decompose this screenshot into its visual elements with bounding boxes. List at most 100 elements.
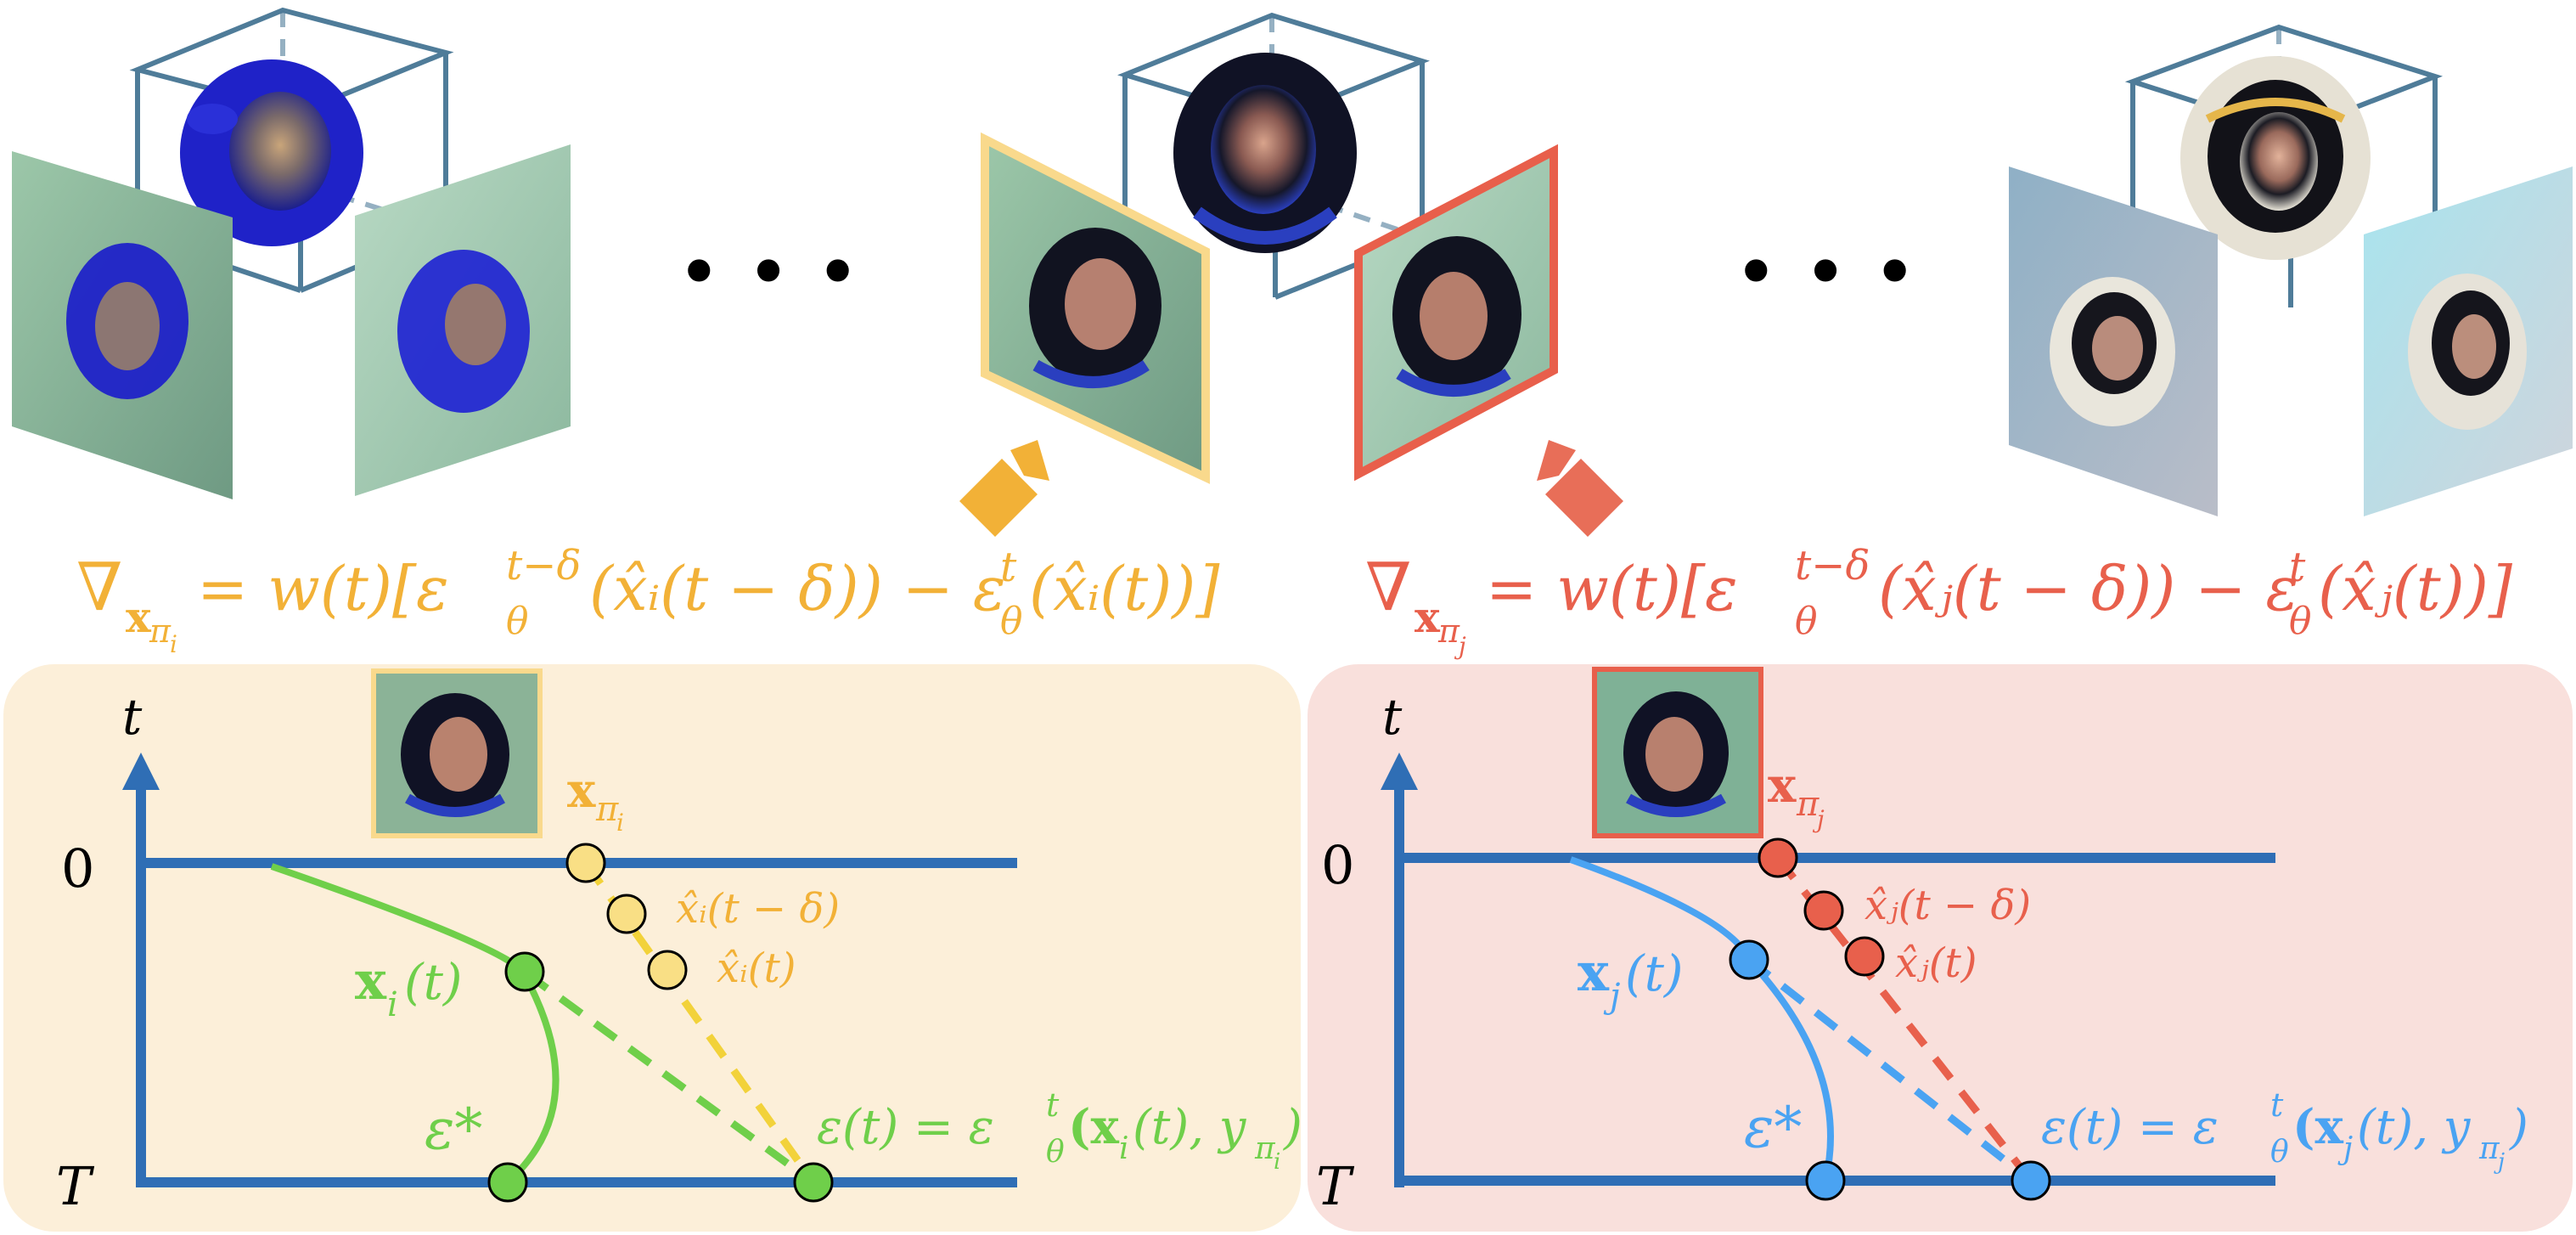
eq-mid: (x̂ⱼ(t − δ)) − ε bbox=[1878, 553, 2298, 624]
render-group-early bbox=[12, 7, 571, 499]
label-eps-star: ε* bbox=[1744, 1095, 1802, 1160]
label-xhat: x̂ᵢ(t) bbox=[717, 945, 796, 992]
eps-eq-c: (t), y bbox=[2357, 1100, 2472, 1155]
label-x-pi-subsub: i bbox=[616, 809, 624, 837]
label-zero: 0 bbox=[61, 837, 94, 899]
camera-icon bbox=[959, 440, 1049, 537]
eq-sub-x: x bbox=[126, 592, 152, 642]
trajectory-dashed-blue bbox=[1746, 956, 2033, 1184]
gradient-equation-left: ∇ x π i = w(t)[ε t−δ θ (x̂ᵢ(t − δ)) − ε … bbox=[76, 542, 1220, 658]
eps-eq-sub: θ bbox=[1046, 1135, 1065, 1170]
label-x-pi: x bbox=[567, 763, 596, 819]
view-panel-right bbox=[355, 144, 571, 496]
point-eps-star bbox=[1805, 1160, 1846, 1201]
eps-eq-c-subsub: i bbox=[1274, 1149, 1280, 1175]
label-x-t: x bbox=[1578, 941, 1610, 1003]
trajectory-dashed-red bbox=[1775, 855, 2034, 1183]
eq-end: (x̂ᵢ(t))] bbox=[1029, 553, 1220, 624]
camera-view-yellow bbox=[981, 132, 1210, 484]
eq-sub2: θ bbox=[2289, 600, 2312, 643]
eps-eq-b-sub: i bbox=[1119, 1131, 1129, 1166]
label-x-pi: x bbox=[1768, 758, 1797, 814]
eq-sub1: θ bbox=[1795, 600, 1818, 643]
eps-eq-a: ε(t) = ε bbox=[2041, 1100, 2219, 1155]
eq-sup1: t−δ bbox=[1795, 542, 1870, 589]
axis-label-t: t bbox=[122, 688, 143, 746]
point-xhat bbox=[647, 950, 688, 990]
eps-eq-c-sub: π bbox=[1254, 1131, 1276, 1166]
label-x-t-sub: i bbox=[387, 985, 398, 1024]
3d-head-blob bbox=[180, 59, 363, 246]
eps-eq-d: ) bbox=[1283, 1100, 1302, 1155]
panel-background bbox=[3, 664, 1301, 1232]
gradient-equation-right: ∇ x π j = w(t)[ε t−δ θ (x̂ⱼ(t − δ)) − ε … bbox=[1365, 542, 2513, 660]
label-T: T bbox=[1316, 1155, 1355, 1217]
ellipsis-right: • • • bbox=[1734, 228, 1917, 318]
eps-eq-sup: t bbox=[2270, 1086, 2284, 1124]
eps-eq-d: ) bbox=[2509, 1100, 2528, 1155]
point-x-pi bbox=[565, 843, 606, 883]
point-eps-t bbox=[2011, 1160, 2051, 1201]
eps-eq-b: (x bbox=[1068, 1099, 1119, 1155]
eq-sub1: θ bbox=[506, 600, 529, 643]
point-eps-star bbox=[487, 1162, 528, 1203]
panel-right: t 0 T x π j x̂ⱼ(t − δ) x̂ⱼ(t) x j (t) ε*… bbox=[1308, 664, 2573, 1232]
axis-arrowhead bbox=[1381, 753, 1418, 790]
eq-sub-pi: π bbox=[149, 612, 172, 650]
point-x-pi bbox=[1758, 837, 1798, 878]
3d-head-detailed bbox=[2180, 56, 2371, 260]
point-x-t bbox=[504, 951, 545, 992]
thumbnail-view-j bbox=[1592, 667, 1763, 838]
eq-rhs: = w(t)[ε bbox=[197, 553, 449, 624]
nabla-symbol: ∇ bbox=[76, 550, 122, 626]
thumbnail-view-i bbox=[371, 668, 543, 838]
eq-sub-pi: π bbox=[1437, 612, 1460, 650]
view-panel-left bbox=[12, 151, 233, 499]
eq-sub2: θ bbox=[1000, 600, 1023, 643]
label-x-t-rest: (t) bbox=[1625, 945, 1684, 1002]
label-x-pi-sub: π bbox=[595, 790, 619, 829]
eq-sup2: t bbox=[2289, 544, 2306, 591]
label-x-t: x bbox=[355, 950, 387, 1012]
label-xhat-shift: x̂ᵢ(t − δ) bbox=[676, 885, 840, 933]
eq-sup2: t bbox=[1000, 544, 1017, 591]
label-xhat: x̂ⱼ(t) bbox=[1895, 939, 1977, 987]
eq-end: (x̂ⱼ(t))] bbox=[2318, 553, 2513, 624]
point-eps-t bbox=[793, 1162, 834, 1203]
label-x-t-rest: (t) bbox=[404, 953, 463, 1011]
camera-icon bbox=[1537, 440, 1623, 537]
axis-label-t: t bbox=[1382, 688, 1403, 746]
trajectory-dashed-green bbox=[524, 970, 816, 1186]
render-group-final bbox=[2009, 24, 2573, 516]
view-panel-right bbox=[2364, 166, 2573, 516]
axis-arrowhead bbox=[122, 753, 160, 790]
label-x-pi-sub: π bbox=[1796, 785, 1820, 824]
panel-left: t 0 T x π i x̂ᵢ(t − δ) x̂ᵢ(t) x i (t) ε*… bbox=[3, 664, 1302, 1232]
eps-eq-sub: θ bbox=[2270, 1135, 2289, 1170]
eps-eq-c: (t), y bbox=[1133, 1100, 1247, 1155]
eps-eq-b: (x bbox=[2292, 1099, 2343, 1155]
3d-head-astronaut bbox=[1173, 53, 1357, 253]
eq-sup1: t−δ bbox=[506, 542, 581, 589]
point-xhat-shift bbox=[606, 894, 647, 934]
eq-sub-x: x bbox=[1415, 592, 1441, 642]
eq-rhs: = w(t)[ε bbox=[1486, 553, 1738, 624]
eq-mid: (x̂ᵢ(t − δ)) − ε bbox=[589, 553, 1006, 624]
eq-sub-i: i bbox=[170, 630, 177, 658]
point-xhat-shift bbox=[1803, 890, 1844, 931]
point-xhat bbox=[1844, 936, 1885, 977]
label-T: T bbox=[56, 1155, 95, 1217]
point-x-t bbox=[1729, 939, 1769, 980]
nabla-symbol: ∇ bbox=[1365, 550, 1411, 626]
view-panel-left bbox=[2009, 166, 2218, 516]
eps-eq-sup: t bbox=[1046, 1086, 1060, 1124]
label-xhat-shift: x̂ⱼ(t − δ) bbox=[1865, 882, 2031, 929]
ellipsis-left: • • • bbox=[677, 228, 860, 318]
eps-eq-c-sub: π bbox=[2478, 1131, 2500, 1166]
render-group-middle bbox=[959, 12, 1623, 537]
label-zero: 0 bbox=[1321, 834, 1354, 896]
label-eps-star: ε* bbox=[425, 1097, 482, 1162]
eps-eq-a: ε(t) = ε bbox=[817, 1100, 994, 1155]
camera-view-red bbox=[1354, 144, 1558, 482]
